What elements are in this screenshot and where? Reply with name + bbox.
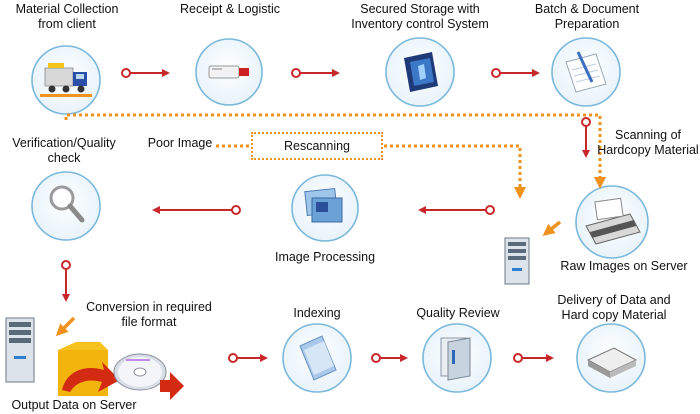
arrow-collection-to-receipt xyxy=(121,68,170,78)
circle-verification xyxy=(31,171,101,241)
circle-delivery xyxy=(576,323,646,393)
storage-box-icon xyxy=(404,52,438,92)
label-material-collection: Material Collection from client xyxy=(15,2,119,31)
document-pen-icon xyxy=(565,51,607,93)
rescanning-box: Rescanning xyxy=(251,132,383,160)
circle-image-processing xyxy=(291,174,359,242)
arrow-indexing-to-review xyxy=(371,353,408,363)
server-icon xyxy=(504,237,530,285)
orange-arrow-output-server xyxy=(55,316,76,337)
orange-arrow-raw-server xyxy=(542,220,562,236)
block-arrow-icon xyxy=(160,372,184,400)
circle-secured-storage xyxy=(385,37,455,107)
label-batch-preparation: Batch & Document Preparation xyxy=(534,2,640,31)
circle-material-collection xyxy=(31,45,101,115)
magnifier-icon xyxy=(49,185,85,223)
scanner-icon xyxy=(585,197,641,245)
red-arrows xyxy=(61,68,591,363)
circle-scanning xyxy=(575,185,649,259)
server-icon xyxy=(5,317,35,383)
arrow-raw-to-processing xyxy=(418,205,495,215)
label-poor-image: Poor Image xyxy=(147,136,213,150)
dotted-path-top xyxy=(64,113,606,189)
arrow-verification-to-conversion xyxy=(61,260,71,302)
arrow-processing-to-verification xyxy=(152,205,241,215)
label-indexing: Indexing xyxy=(293,306,341,320)
label-raw-images: Raw Images on Server xyxy=(560,259,688,273)
curved-arrow-icon xyxy=(62,362,120,392)
label-verification: Verification/Quality check xyxy=(12,136,116,165)
circle-batch-preparation xyxy=(551,37,621,107)
arrow-batch-to-scanning xyxy=(581,117,591,158)
image-stack-icon xyxy=(304,187,343,223)
arrow-output-to-indexing xyxy=(228,353,268,363)
label-image-processing: Image Processing xyxy=(274,250,376,264)
label-secured-storage: Secured Storage with Inventory control S… xyxy=(351,2,489,31)
label-conversion: Conversion in required file format xyxy=(86,300,212,329)
document-index-icon xyxy=(299,335,337,381)
dotted-path-rescan xyxy=(384,144,526,199)
truck-icon xyxy=(40,63,92,97)
label-delivery: Delivery of Data and Hard copy Material xyxy=(557,293,671,322)
circle-indexing xyxy=(282,323,352,393)
review-folder-icon xyxy=(440,337,471,381)
circle-receipt-logistic xyxy=(195,38,263,106)
hard-disk-icon xyxy=(586,347,638,378)
label-quality-review: Quality Review xyxy=(416,306,500,320)
usb-drive-icon xyxy=(208,65,249,79)
circle-quality-review xyxy=(422,323,492,393)
label-receipt-logistic: Receipt & Logistic xyxy=(179,2,281,16)
arrow-review-to-delivery xyxy=(513,353,554,363)
label-output-data: Output Data on Server xyxy=(11,398,137,412)
dotted-feedback-paths xyxy=(64,113,606,199)
arrow-receipt-to-storage xyxy=(291,68,340,78)
label-scanning: Scanning of Hardcopy Material xyxy=(597,128,699,157)
cd-disc-icon xyxy=(113,353,167,391)
arrow-storage-to-batch xyxy=(491,68,540,78)
